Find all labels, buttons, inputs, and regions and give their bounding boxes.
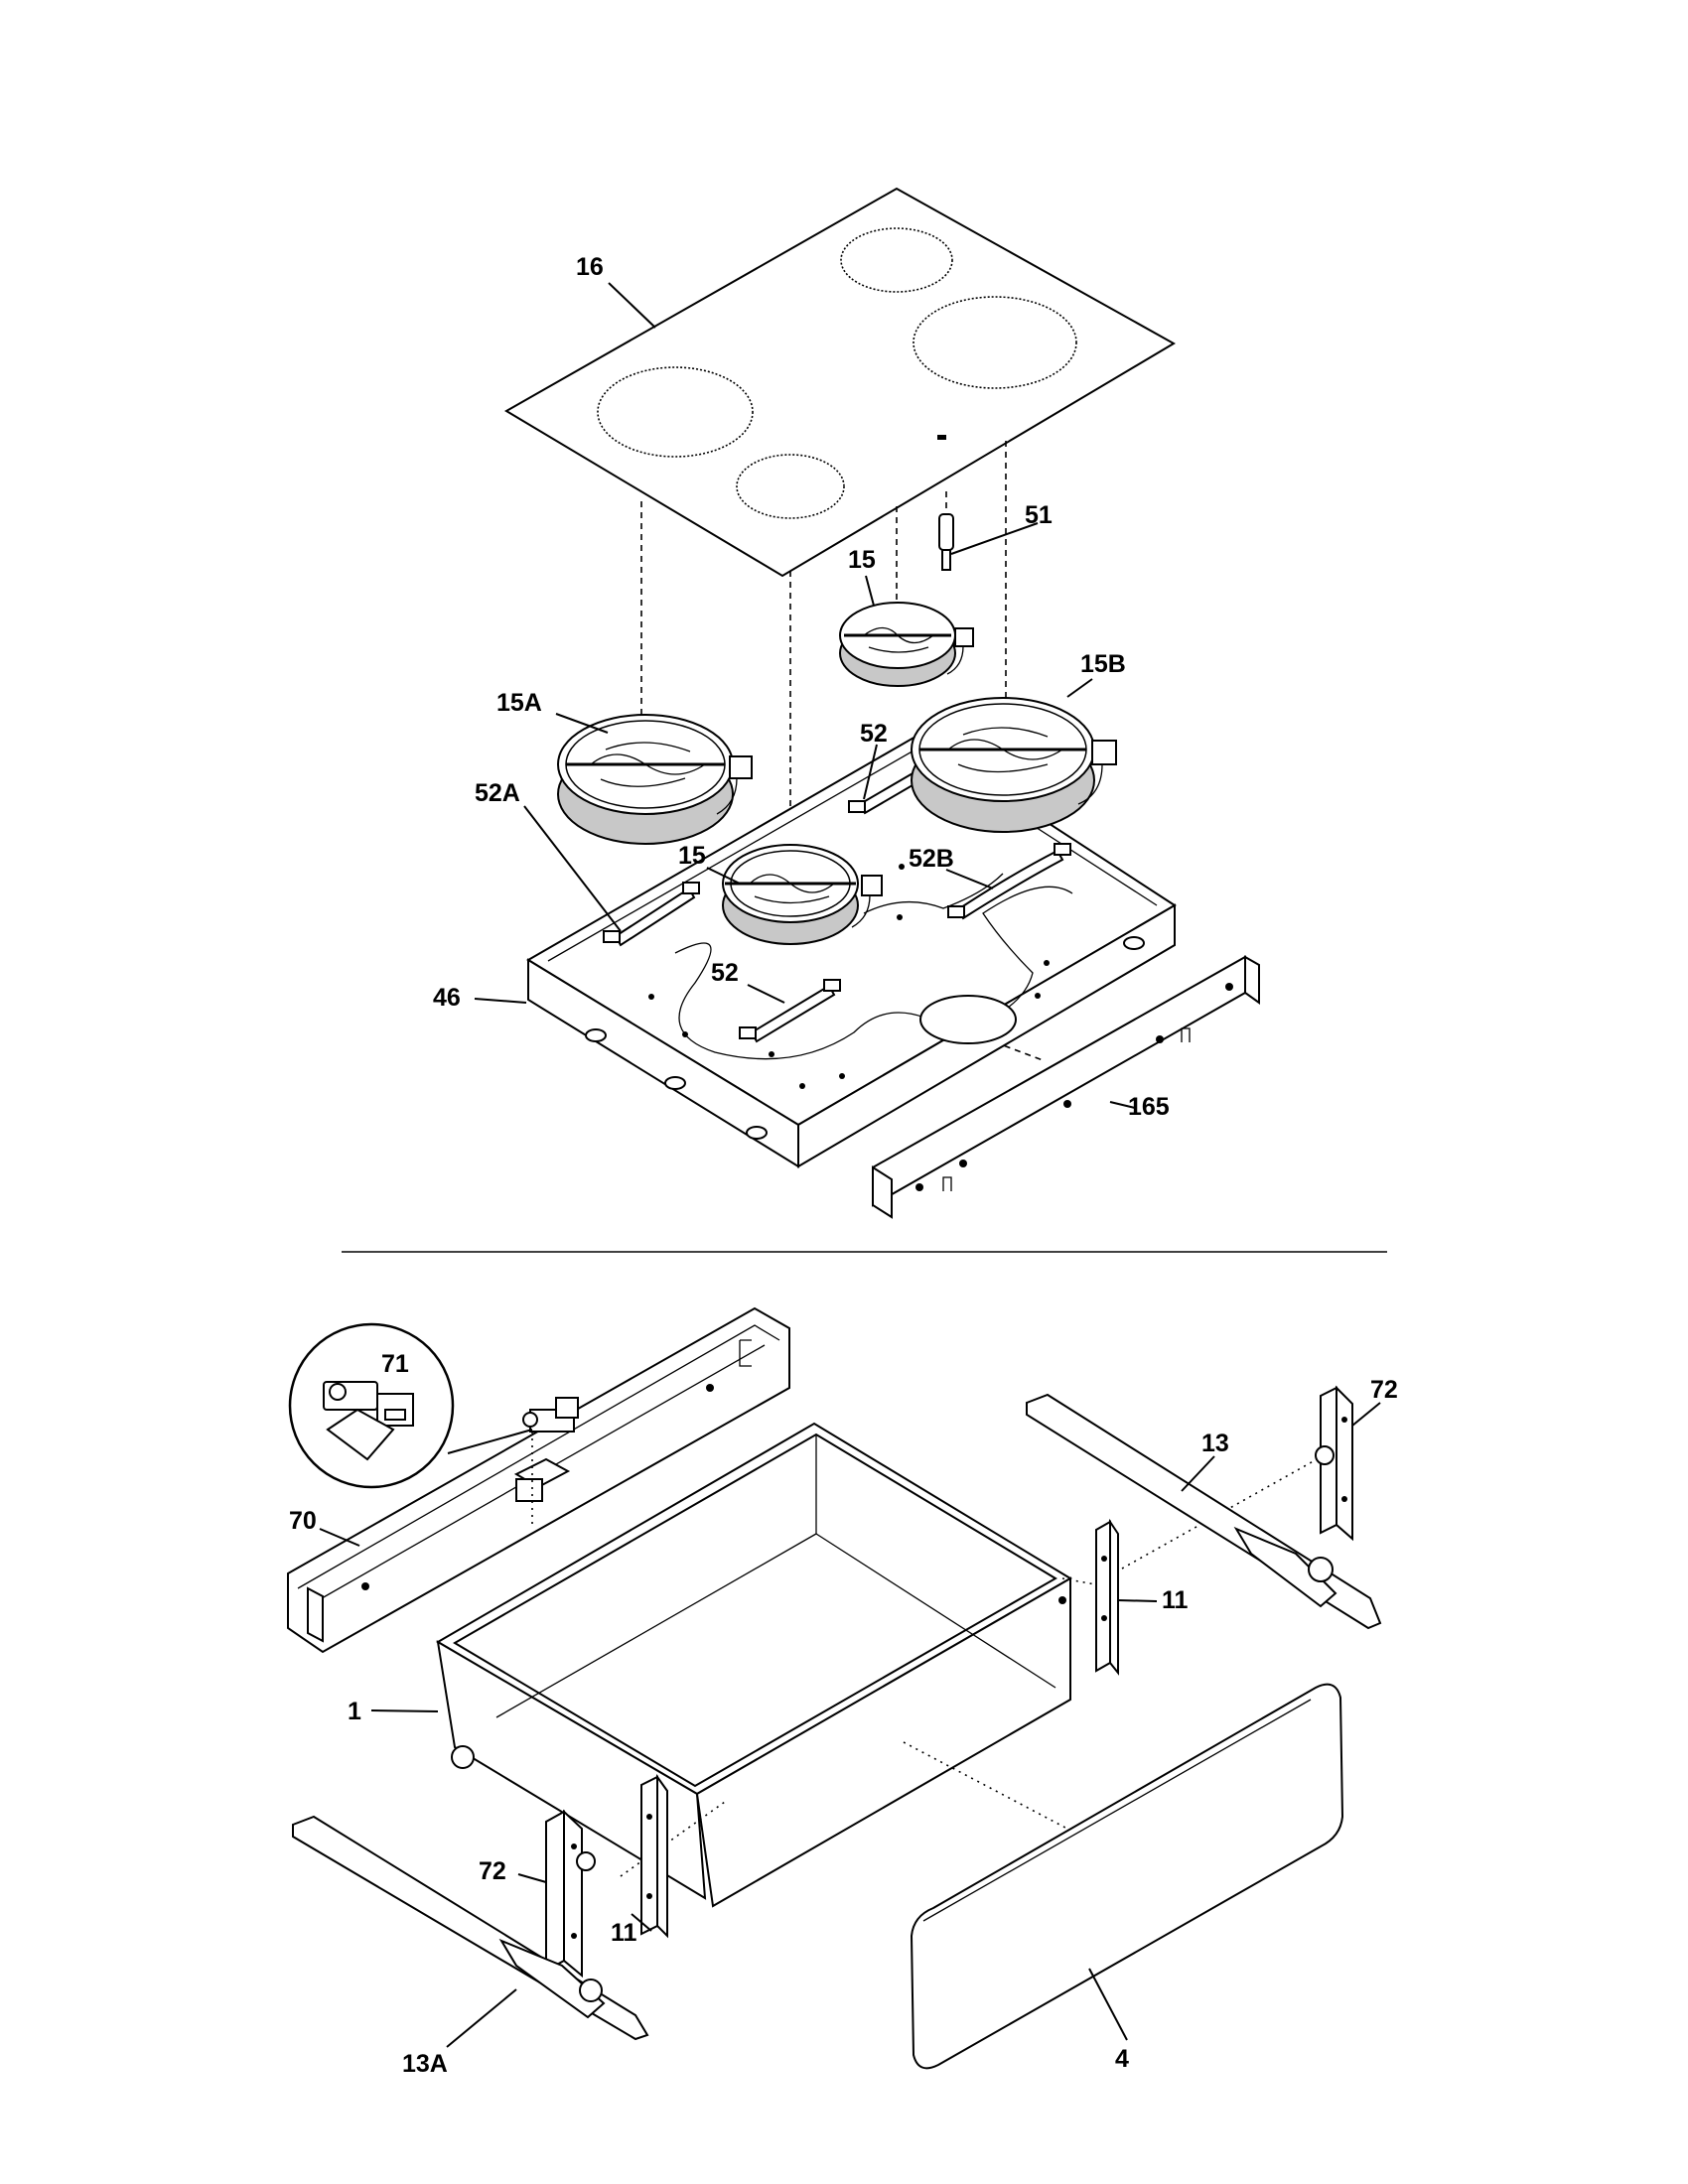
burner-box <box>526 735 1177 1168</box>
callout-15A: 15A <box>496 689 542 717</box>
callout-72-left: 72 <box>479 1857 506 1885</box>
callout-72-right: 72 <box>1370 1376 1398 1404</box>
burner-box-slot-4 <box>1123 936 1145 950</box>
callout-11-right: 11 <box>1162 1586 1189 1614</box>
cooktop-burner-mark-right-large <box>913 296 1077 389</box>
callout-13A: 13A <box>402 2050 448 2078</box>
slide-rail-right <box>1026 1393 1382 1630</box>
roller-bracket-left <box>545 1809 596 1979</box>
callout-1: 1 <box>348 1698 361 1725</box>
drawer-side-bracket-left <box>640 1773 668 1939</box>
callout-70: 70 <box>289 1507 317 1535</box>
callouts-lower: 71 70 1 13 72 11 72 11 13A 4 <box>289 1350 1398 2078</box>
burner-box-center-opening <box>919 995 1017 1044</box>
cooktop-glass <box>504 187 1177 578</box>
callout-15-rear: 15 <box>848 546 876 574</box>
element-large-front <box>557 714 753 845</box>
callout-52A: 52A <box>475 779 520 807</box>
roller-bracket-right <box>1315 1385 1353 1542</box>
callout-52B: 52B <box>909 845 954 873</box>
element-small-rear <box>839 602 974 687</box>
callout-16: 16 <box>576 253 604 281</box>
leader-lines-lower <box>319 1402 1381 2048</box>
callout-4: 4 <box>1115 2045 1129 2073</box>
glide-roller <box>522 1397 579 1433</box>
element-large-rear <box>911 697 1117 833</box>
callout-51: 51 <box>1025 501 1053 529</box>
upper-assembly: 16 51 15 15B 15A 52A 52 15 52B 52 46 165 <box>433 187 1260 1219</box>
callouts-upper: 16 51 15 15B 15A 52A 52 15 52B 52 46 165 <box>433 253 1170 1121</box>
cooktop-burner-mark-rear-small <box>840 227 953 293</box>
bracket-front-left <box>603 882 700 947</box>
callout-15-front: 15 <box>678 842 706 870</box>
cooktop-indicator-mark <box>937 435 946 440</box>
drawer-body <box>436 1422 1072 1908</box>
element-small-front <box>722 844 883 945</box>
alignment-lines-lower <box>620 1453 1327 1877</box>
callout-52-center: 52 <box>860 720 888 748</box>
rear-bracket <box>872 955 1260 1219</box>
cooktop-burner-mark-left-large <box>597 366 754 458</box>
burner-box-slot-3 <box>746 1126 768 1140</box>
slide-rail-left <box>292 1815 649 2041</box>
drawer-front-panel <box>910 1683 1344 2070</box>
burner-box-slot-2 <box>664 1076 686 1090</box>
bracket-bottom <box>739 979 841 1043</box>
burner-box-slot-1 <box>585 1028 607 1042</box>
cooktop-burner-mark-front-small <box>736 454 845 519</box>
rail-tab-bracket <box>513 1457 571 1502</box>
callout-71: 71 <box>381 1350 409 1378</box>
callout-165: 165 <box>1128 1093 1170 1121</box>
callout-11-left: 11 <box>611 1919 637 1947</box>
bracket-right <box>947 843 1071 920</box>
callout-13: 13 <box>1201 1430 1229 1457</box>
drawer-side-bracket-right <box>1095 1518 1119 1676</box>
detail-magnifier <box>288 1322 455 1489</box>
callout-46: 46 <box>433 984 461 1012</box>
callout-52-bottom: 52 <box>711 959 739 987</box>
callout-15B: 15B <box>1080 650 1126 678</box>
leader-lines-upper <box>474 282 1136 1109</box>
lower-assembly: 71 70 1 13 72 11 72 11 13A 4 <box>287 1306 1398 2078</box>
limiter-switch <box>938 513 954 571</box>
